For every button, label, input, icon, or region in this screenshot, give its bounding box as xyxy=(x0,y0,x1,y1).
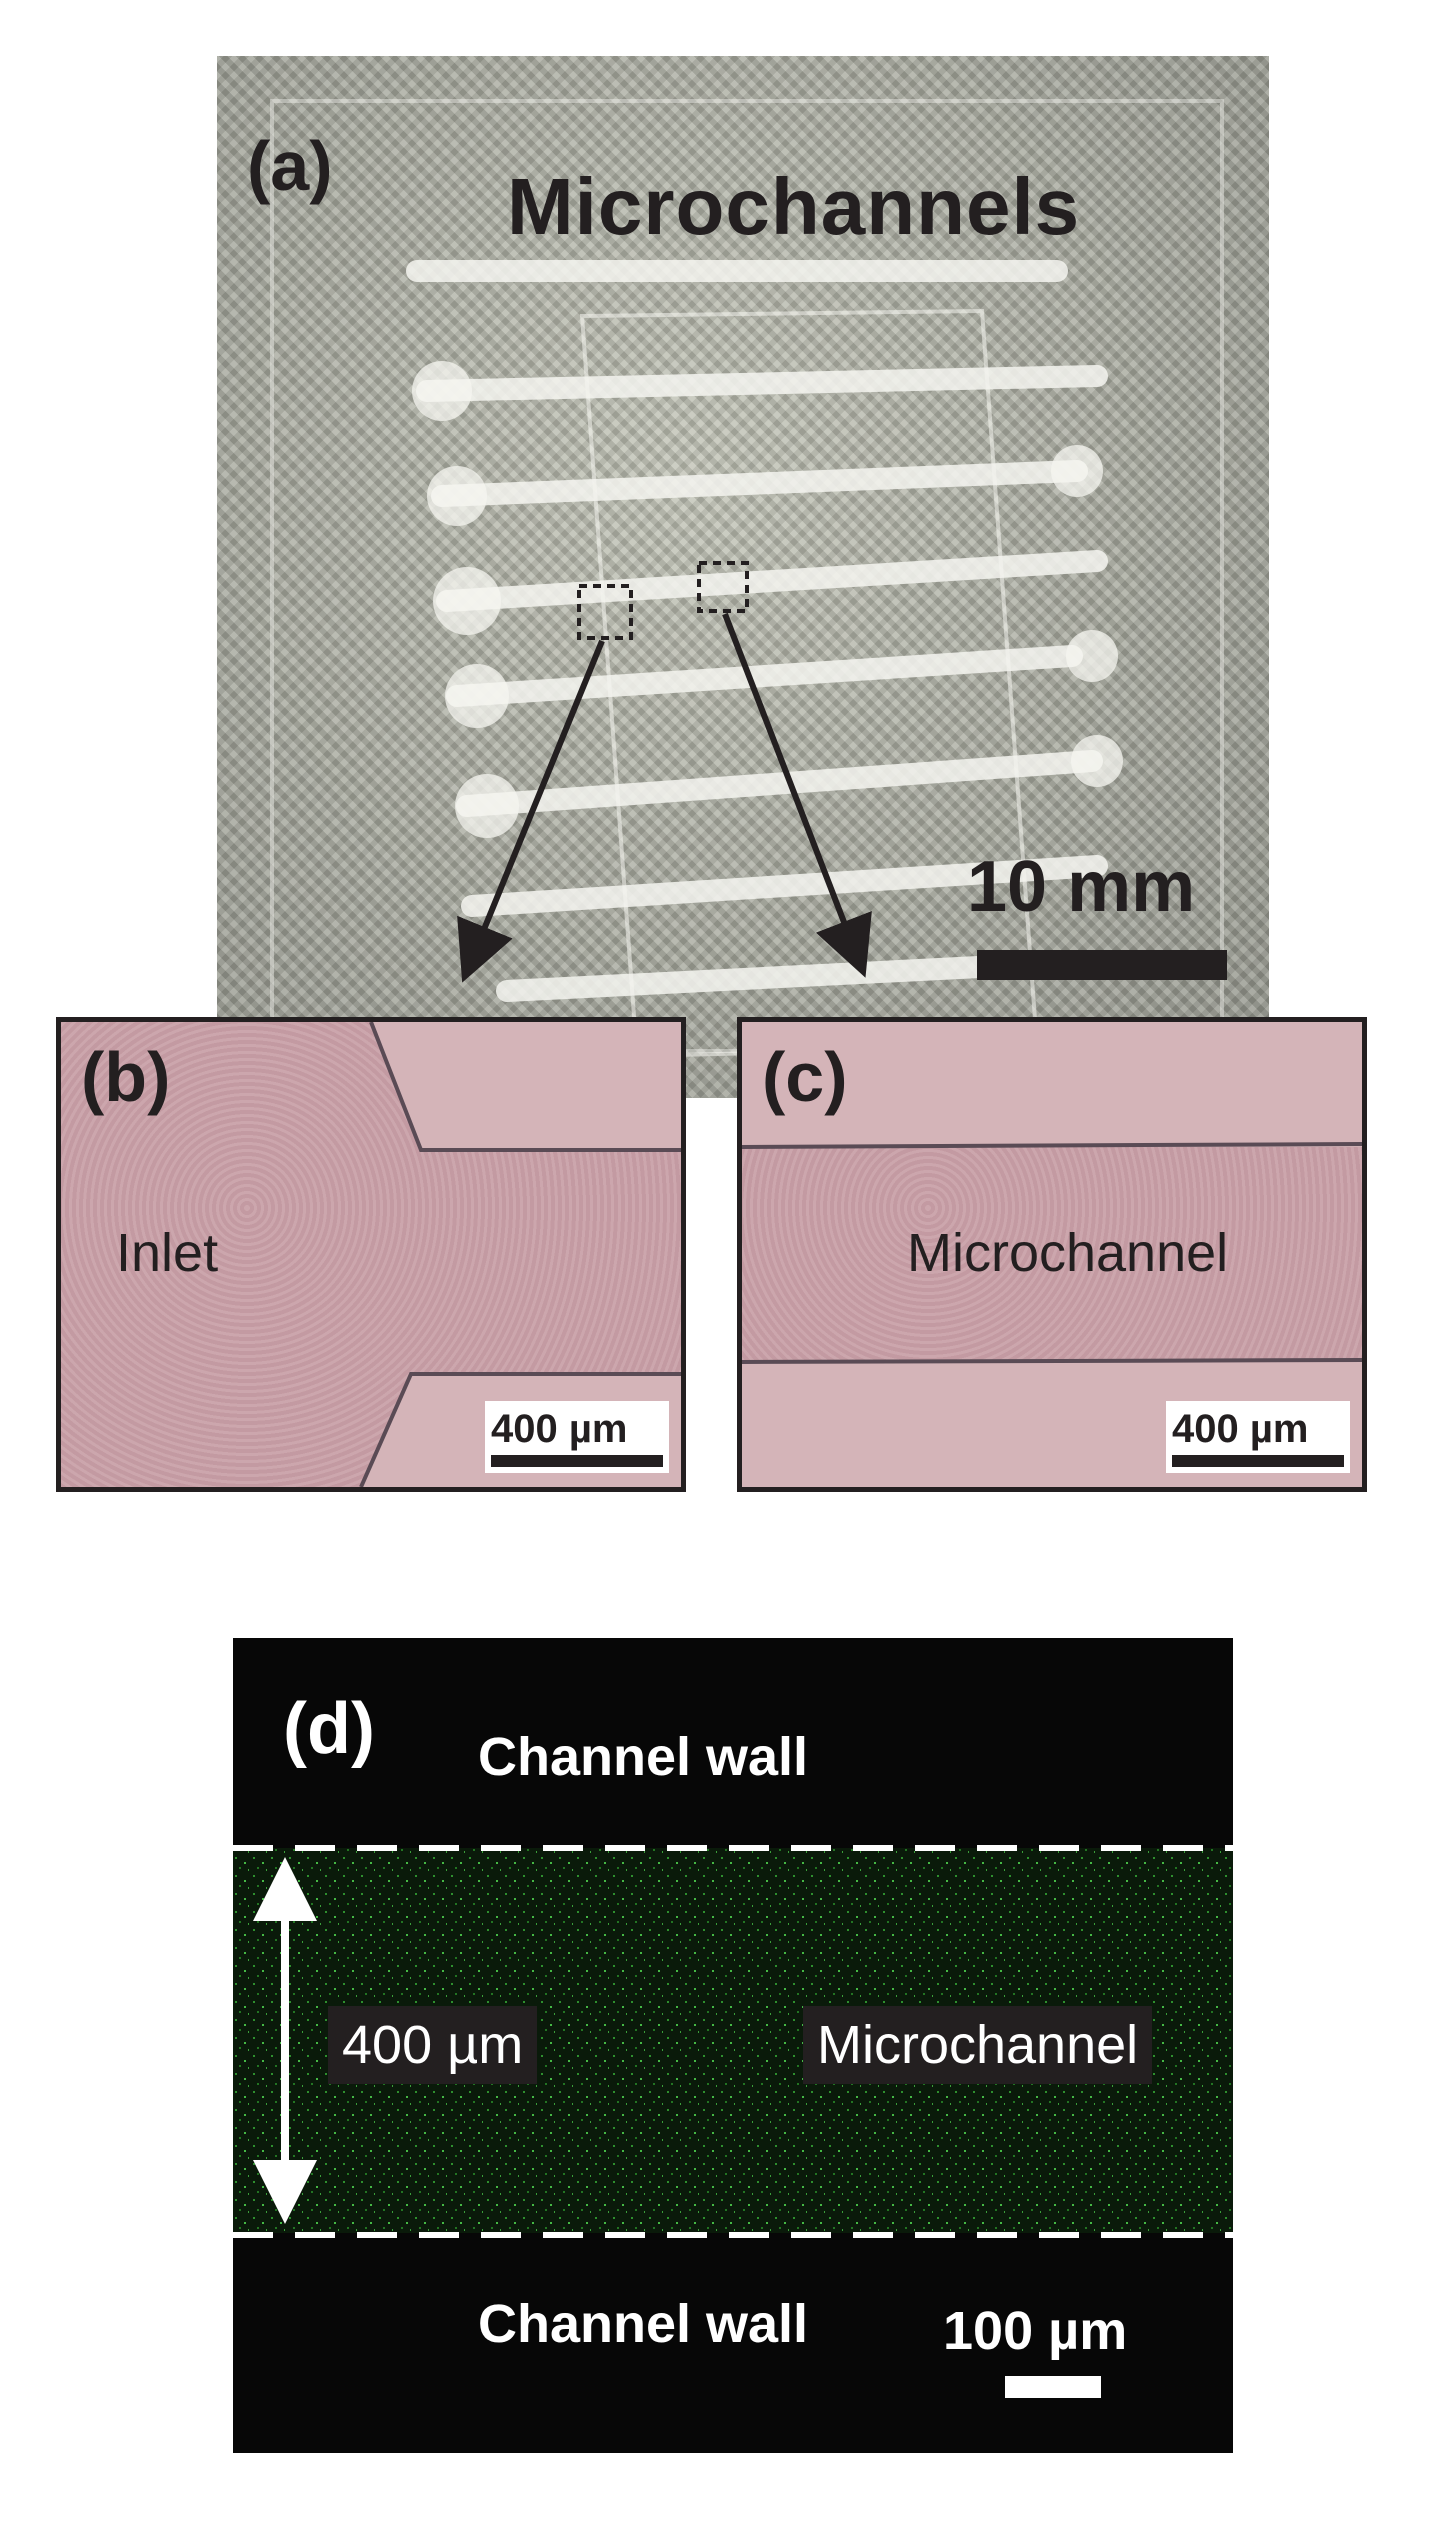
panel-a-scale-bar xyxy=(977,950,1227,980)
arrow-to-panel-b xyxy=(457,639,605,983)
panel-c-scale-text: 400 µm xyxy=(1172,1407,1309,1451)
channel-width-label: 400 µm xyxy=(328,2006,538,2084)
panel-d-scale-text: 100 µm xyxy=(943,2301,1128,2361)
fluorescence-panel: (d) Channel wall Channel wall 400 µm Mic… xyxy=(233,1638,1233,2453)
panel-a-scale-text: 10 mm xyxy=(967,847,1196,927)
microchannel-label: Microchannel xyxy=(803,2006,1153,2084)
panel-a-title: Microchannels xyxy=(507,162,1081,251)
chip-photo-panel: (a) Microchannels 10 mm xyxy=(217,56,1269,1098)
inlet-reservoirs xyxy=(412,361,1123,838)
inlet-upper-wall xyxy=(371,1022,681,1152)
inlet-region-label: Inlet xyxy=(116,1223,219,1283)
panel-b-label: (b) xyxy=(81,1038,171,1116)
panel-a-label: (a) xyxy=(247,127,333,205)
zoom-box-inlet xyxy=(577,584,633,640)
panel-c-scale: 400 µm xyxy=(1166,1401,1350,1473)
channel-upper-wall xyxy=(742,1022,1362,1147)
panel-c-label: (c) xyxy=(762,1038,848,1116)
zoom-box-channel xyxy=(697,561,749,613)
panel-b-scale: 400 µm xyxy=(485,1401,669,1473)
channel-region-label: Microchannel xyxy=(907,1223,1229,1283)
panel-d-scale-bar xyxy=(1005,2376,1101,2398)
arrow-to-panel-c xyxy=(722,612,872,978)
channel-wall-top-label: Channel wall xyxy=(478,1727,809,1787)
panel-c-scale-bar xyxy=(1172,1455,1344,1467)
panel-d-label: (d) xyxy=(283,1689,375,1769)
panel-b-scale-text: 400 µm xyxy=(491,1407,628,1451)
inlet-micrograph-panel: (b) Inlet 400 µm xyxy=(56,1017,686,1492)
channel-wall-bottom-label: Channel wall xyxy=(478,2294,809,2354)
panel-b-scale-bar xyxy=(491,1455,663,1467)
channel-micrograph-panel: (c) Microchannel 400 µm xyxy=(737,1017,1367,1492)
